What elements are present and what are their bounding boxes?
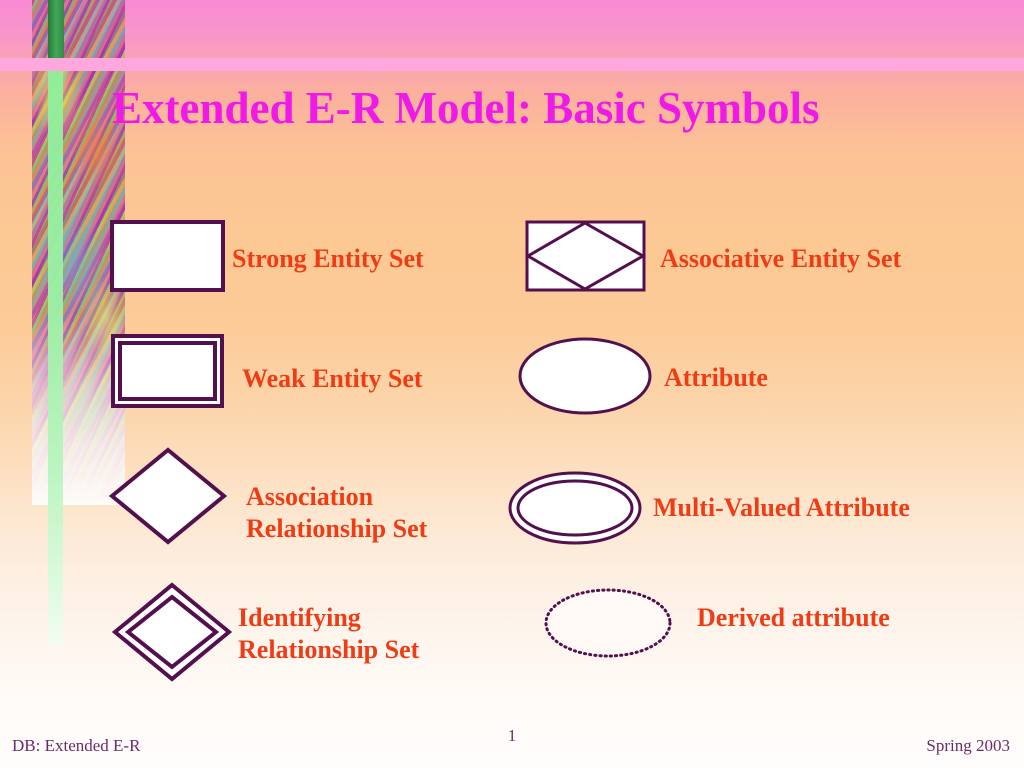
associative-entity-set-label: Associative Entity Set bbox=[660, 244, 902, 273]
page-number: 1 bbox=[507, 726, 517, 745]
decorative-texture-strip bbox=[32, 0, 125, 505]
footer-left-text: DB: Extended E-R bbox=[12, 736, 141, 755]
association-relationship-set-label: Association Relationship Set bbox=[246, 481, 427, 544]
texture-fade-overlay bbox=[32, 0, 125, 505]
derived-attribute-label: Derived attribute bbox=[697, 603, 890, 632]
page-title: Extended E-R Model: Basic Symbols bbox=[112, 83, 820, 133]
decorative-pink-bar bbox=[0, 58, 1024, 71]
texture-green-accent bbox=[48, 0, 64, 58]
strong-entity-set-label: Strong Entity Set bbox=[232, 244, 424, 273]
attribute-shape bbox=[518, 337, 652, 415]
identifying-relationship-set-label-line1: Identifying bbox=[238, 603, 361, 632]
association-relationship-set-label-line1: Association bbox=[246, 482, 374, 511]
footer-right-text: Spring 2003 bbox=[926, 736, 1010, 755]
identifying-relationship-set-label: Identifying Relationship Set bbox=[238, 602, 419, 665]
weak-entity-set-shape bbox=[111, 334, 224, 408]
weak-entity-set-label: Weak Entity Set bbox=[242, 364, 423, 393]
derived-attribute-shape bbox=[544, 588, 672, 658]
association-relationship-set-label-line2: Relationship Set bbox=[246, 513, 428, 543]
multi-valued-attribute-label: Multi-Valued Attribute bbox=[653, 493, 910, 522]
decorative-green-band bbox=[48, 70, 63, 645]
multi-valued-attribute-shape bbox=[508, 471, 642, 545]
associative-entity-set-shape bbox=[525, 220, 647, 292]
strong-entity-set-shape bbox=[110, 220, 225, 292]
association-relationship-set-shape bbox=[108, 447, 228, 545]
attribute-label: Attribute bbox=[664, 363, 768, 392]
identifying-relationship-set-label-line2: Relationship Set bbox=[238, 634, 420, 664]
identifying-relationship-set-shape bbox=[111, 582, 233, 682]
